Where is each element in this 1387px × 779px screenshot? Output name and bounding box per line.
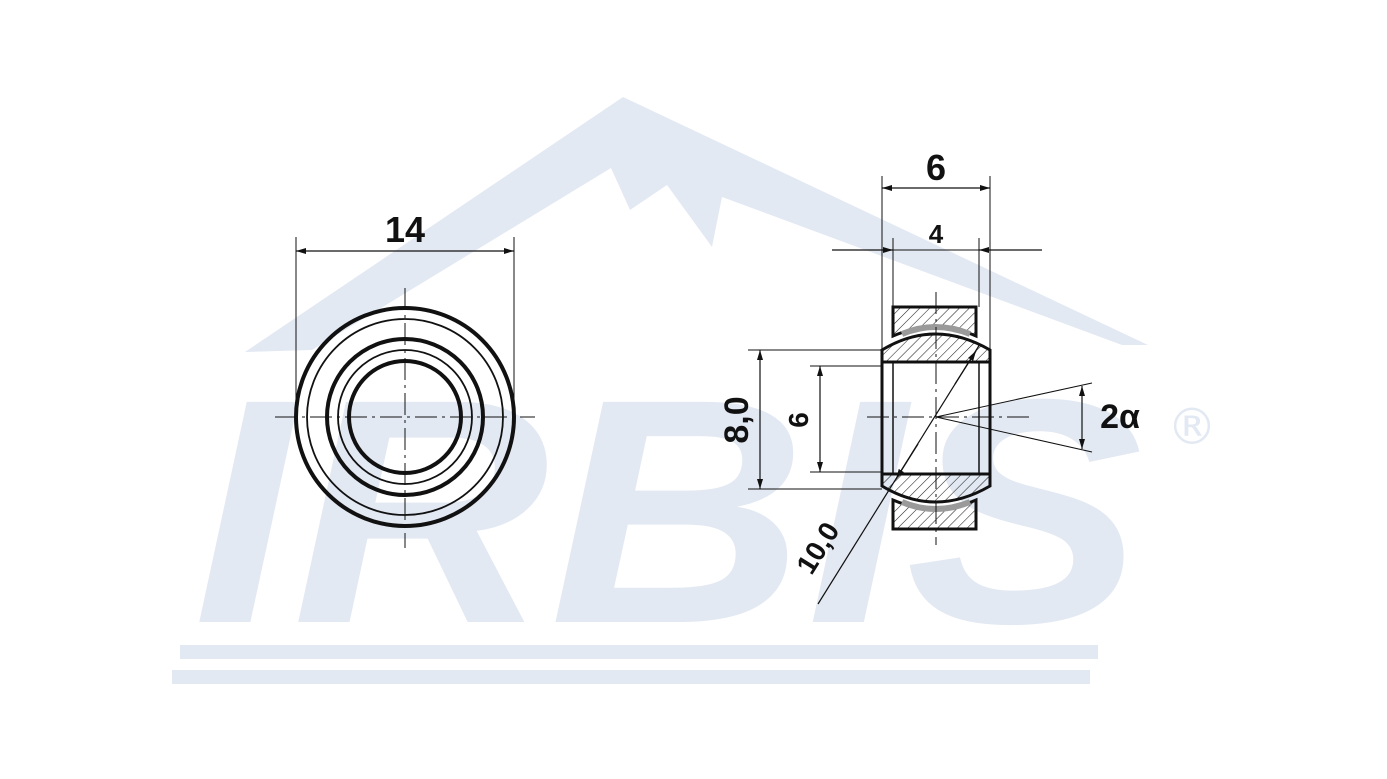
- watermark-bar-top: [180, 645, 1098, 659]
- dim-ball-arrow-bottom: [895, 443, 919, 480]
- watermark-logo-text: IRBIS: [193, 332, 1145, 690]
- side-view: [748, 176, 1093, 605]
- dim-inner-width: 4: [929, 219, 944, 249]
- dim-ball-arrow-top: [954, 350, 977, 385]
- angle-ray-top: [935, 382, 1093, 418]
- registered-mark: ®: [1167, 398, 1217, 456]
- angle-ray-bottom: [935, 416, 1093, 453]
- front-view: [275, 237, 535, 548]
- dim-bore: 6: [783, 412, 814, 428]
- dim-total-width: 6: [926, 147, 946, 188]
- watermark-bar-bottom: [172, 670, 1090, 684]
- dim-sphere-height: 8,0: [718, 396, 756, 443]
- mountain-logo: [245, 97, 1148, 352]
- dim-outer-diameter: 14: [385, 209, 425, 250]
- dim-tilt-angle: 2α: [1100, 398, 1140, 436]
